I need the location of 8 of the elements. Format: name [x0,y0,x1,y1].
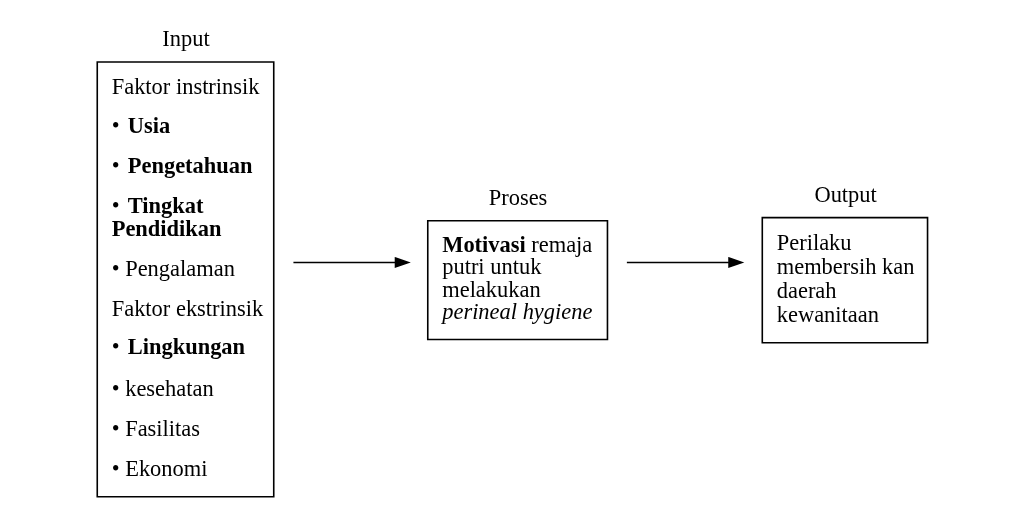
node-box: Perilaku membersih kan daerah kewanitaan [761,216,928,344]
node-label: Output [813,181,877,207]
node-box: Motivasi remaja putri untuk melakukan perineal hygiene [426,219,608,340]
node-box: Faktor instrinsik • Usia • Pengetahuan • Tingkat Pendidikan • Pengalaman Faktor ekstrinsik • Lingkungan • kesehatan • Fasilitas • Ekonomi [95,60,275,498]
node-label: Proses [488,184,547,210]
node-label: Input [161,25,210,51]
arrow [292,256,411,268]
arrow [625,256,744,268]
